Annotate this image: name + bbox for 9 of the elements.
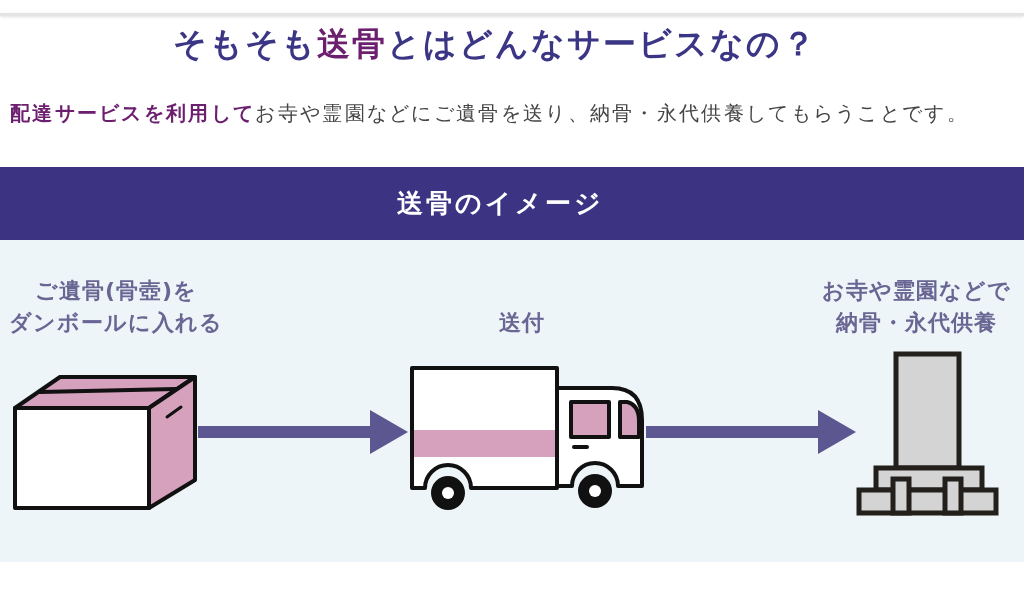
- arrow: [646, 410, 856, 454]
- arrow: [198, 410, 408, 454]
- step-caption: お寺や霊園などで納骨・永代供養: [820, 277, 1012, 337]
- intro-text: 配達サービスを利用してお寺や霊園などにご遺骨を送り、納骨・永代供養してもらうことです。: [10, 100, 969, 127]
- section-heading: 送骨のイメージ: [0, 167, 1024, 240]
- step-caption: ご遺骨(骨壺)をダンボールに入れる: [8, 277, 224, 337]
- page-title: そもそも送骨とはどんなサービスなの？: [173, 25, 817, 64]
- step-caption: 送付: [499, 309, 545, 337]
- image-panel: [0, 167, 1024, 562]
